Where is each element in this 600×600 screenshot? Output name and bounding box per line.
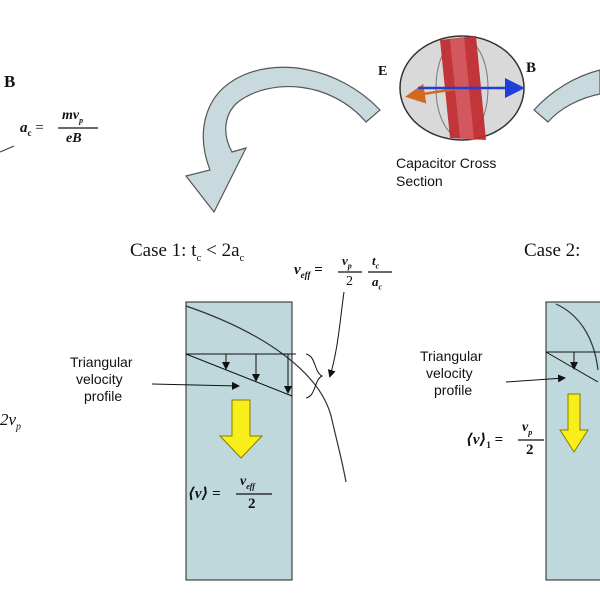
case1-avg-den: 2 bbox=[248, 496, 256, 512]
capacitor-caption: Capacitor Cross Section bbox=[396, 154, 496, 190]
case1-title-sub2: c bbox=[239, 251, 245, 264]
case1-profile-line3: profile bbox=[84, 388, 123, 404]
formula-numerator: mvp bbox=[62, 108, 83, 125]
case1-title-mid: < 2a bbox=[201, 240, 240, 261]
formula-numerator-text: mv bbox=[62, 108, 80, 123]
yellow-down-arrow-icon bbox=[559, 393, 589, 453]
case2-avg-sub: 1 bbox=[486, 440, 491, 450]
case2-profile-line2: velocity bbox=[426, 365, 473, 381]
e-field-label: E bbox=[378, 64, 388, 79]
case2-panel bbox=[545, 301, 600, 581]
case1-avg-lhs: ⟨v⟩ = bbox=[188, 484, 221, 503]
case1-avg-equals: = bbox=[212, 486, 221, 502]
case2-profile-label: Triangular velocity profile bbox=[420, 348, 483, 399]
formula-symbol: a bbox=[20, 120, 28, 136]
case2-velocity-profile bbox=[545, 351, 600, 383]
capacitor-cross-section bbox=[399, 35, 525, 141]
case2-avg-num: vp bbox=[522, 420, 532, 437]
curved-arrow-icon bbox=[184, 66, 381, 214]
case2-avg-num-sub: p bbox=[528, 427, 533, 437]
formula-denominator: eB bbox=[66, 131, 82, 146]
left-edge-fragment: 2vp bbox=[0, 410, 21, 432]
case1-title: Case 1: tc < 2ac bbox=[130, 240, 244, 264]
veff-frac1-den: 2 bbox=[346, 274, 353, 289]
case1-avg-num-sub: eff bbox=[246, 481, 255, 491]
b-field-label: B bbox=[4, 72, 16, 91]
case1-avg-num-text: v bbox=[240, 474, 247, 489]
veff-frac2-den: ac bbox=[372, 274, 382, 292]
formula-equals: = bbox=[35, 120, 44, 136]
left-edge-sub: p bbox=[16, 421, 22, 433]
case2-avg-lhs: ⟨v⟩1 = bbox=[466, 430, 503, 450]
formula-numerator-sub: p bbox=[79, 115, 84, 125]
yellow-down-arrow-icon bbox=[218, 399, 264, 459]
veff-symbol: v bbox=[294, 262, 301, 278]
case1-profile-label: Triangular velocity profile bbox=[70, 354, 133, 405]
case2-avg-den: 2 bbox=[526, 442, 534, 458]
case2-title: Case 2: bbox=[524, 240, 581, 261]
left-edge-text: 2v bbox=[0, 410, 17, 429]
frac1-num-sub: p bbox=[347, 261, 352, 271]
case1-title-prefix: Case 1: t bbox=[130, 240, 197, 261]
frac1-num-text: v bbox=[342, 253, 348, 268]
veff-frac2-num: tc bbox=[372, 253, 379, 271]
capacitor-b-label: B bbox=[526, 60, 537, 76]
case2-avg-equals: = bbox=[494, 432, 504, 448]
case1-avg-num: veff bbox=[240, 474, 255, 491]
case2-profile-leader bbox=[505, 374, 566, 383]
formula-subscript: c bbox=[27, 128, 32, 138]
case2-profile-line3: profile bbox=[434, 382, 473, 398]
case1-profile-line2: velocity bbox=[76, 371, 123, 387]
case1-avg-symbol: ⟨v⟩ bbox=[188, 486, 209, 502]
case2-orbit-curve bbox=[555, 303, 599, 371]
curved-arrow-icon bbox=[533, 69, 600, 123]
case1-brace bbox=[305, 353, 324, 399]
case1-formula-leader bbox=[327, 291, 345, 378]
case1-profile-leader bbox=[151, 381, 240, 390]
frac2-den-sub: c bbox=[378, 282, 383, 292]
frac2-num-text: t bbox=[372, 253, 376, 268]
veff-equals: = bbox=[314, 262, 323, 278]
cyclotron-radius-formula: ac = bbox=[20, 120, 44, 138]
capacitor-caption-line2: Section bbox=[396, 173, 443, 189]
e-field-arrow bbox=[405, 83, 463, 104]
case2-avg-symbol: ⟨v⟩ bbox=[466, 432, 487, 448]
frac2-num-sub: c bbox=[375, 261, 380, 271]
case1-title-sub1: c bbox=[196, 251, 202, 264]
capacitor-caption-line1: Capacitor Cross bbox=[396, 155, 497, 171]
veff-lhs: veff = bbox=[294, 262, 323, 280]
case1-profile-line1: Triangular bbox=[70, 354, 133, 370]
case1-orbit-curve bbox=[185, 305, 347, 483]
frac2-den-text: a bbox=[372, 274, 379, 289]
veff-frac1-num: vp bbox=[342, 253, 352, 271]
case2-profile-line1: Triangular bbox=[420, 348, 483, 364]
case1-velocity-profile bbox=[185, 353, 296, 397]
case2-avg-num-text: v bbox=[522, 420, 529, 435]
veff-sub: eff bbox=[300, 270, 311, 280]
edge-line-fragment bbox=[0, 145, 15, 153]
